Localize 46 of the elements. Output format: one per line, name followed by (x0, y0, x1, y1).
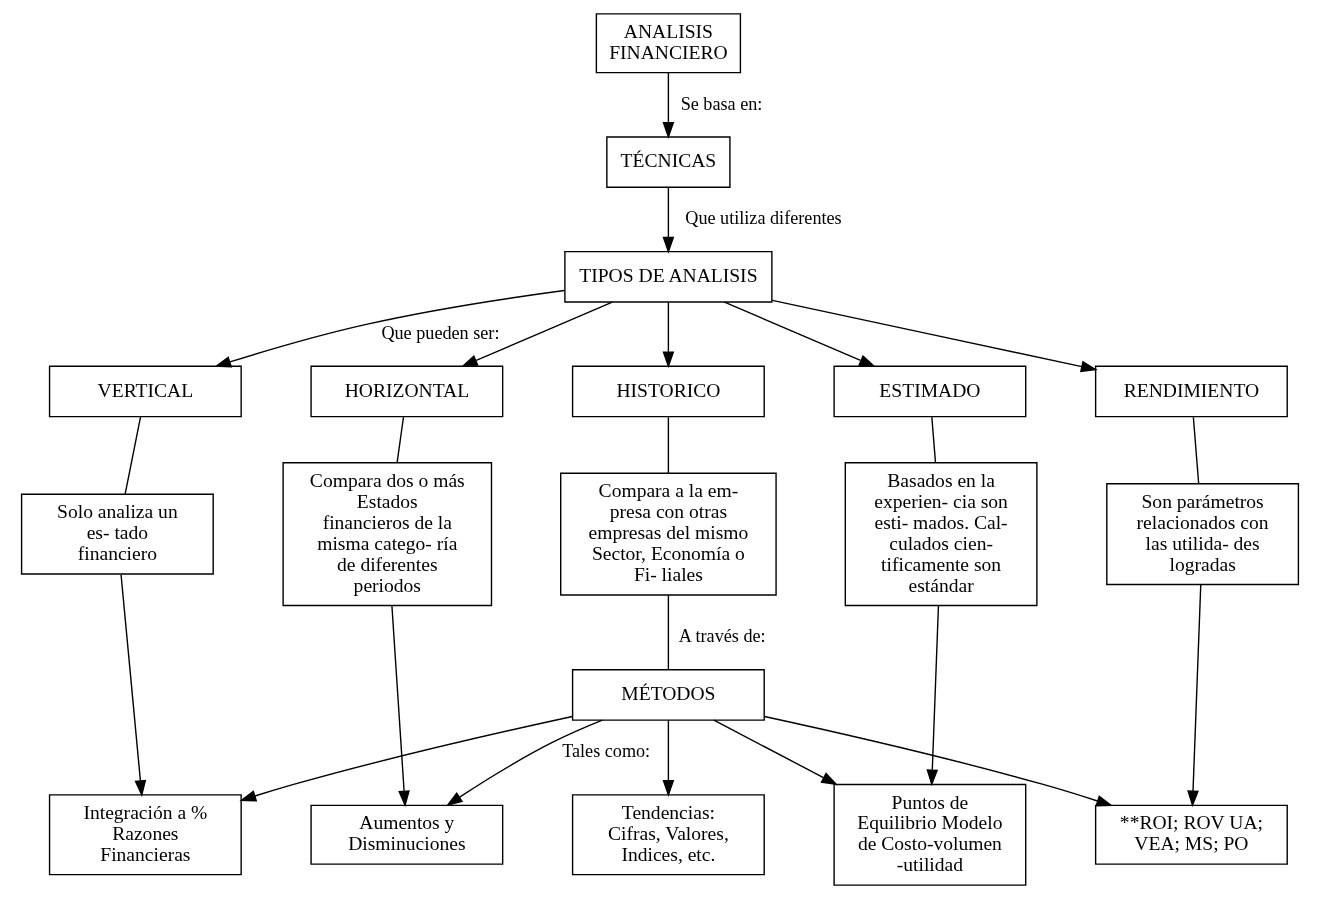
connector (124, 416, 142, 495)
arrow (445, 719, 604, 807)
node-box: VERTICAL (48, 365, 242, 418)
node-box: Aumentos y Disminuciones (310, 804, 504, 865)
node-box: Compara dos o más Estados financieros de la misma catego- ría de diferentes periodos (282, 462, 493, 607)
arrow (460, 301, 613, 367)
edge-label: Que utiliza diferentes (685, 208, 842, 229)
edge-label: A través de: (678, 626, 766, 647)
node-box: MÉTODOS (571, 669, 765, 721)
arrow (926, 605, 940, 787)
arrow (662, 187, 675, 254)
node-box: TIPOS DE ANALISIS (564, 250, 773, 303)
node-box: Son parámetros relacionados con las utilida- des logradas (1106, 483, 1300, 586)
arrow (214, 289, 565, 368)
node-box: Puntos de Equilibrio Modelo de Costo-volumen -utilidad (833, 783, 1027, 886)
arrow (763, 715, 1114, 807)
connector (931, 416, 937, 464)
arrow (771, 299, 1098, 373)
edge-label: Se basa en: (680, 93, 763, 114)
arrow (662, 301, 675, 369)
arrow (662, 72, 675, 139)
arrow (239, 715, 573, 802)
connector (396, 416, 405, 464)
edge-label: Tales como: (562, 741, 651, 762)
connector (1192, 416, 1200, 485)
node-box: **ROI; ROV UA; VEA; MS; PO (1094, 804, 1288, 865)
edge-label: Que pueden ser: (381, 322, 500, 343)
node-box: TÉCNICAS (606, 136, 731, 188)
node-box: HORIZONTAL (310, 365, 504, 418)
node-box: Tendencias: Cifras, Valores, Indices, etc. (571, 794, 765, 876)
node-box: HISTORICO (571, 365, 765, 418)
node-box: ESTIMADO (833, 365, 1027, 418)
arrow (120, 573, 147, 797)
arrow (391, 605, 410, 808)
node-box: Compara a la em- presa con otras empresas del mismo Sector, Economía o Fi- liales (560, 472, 777, 596)
node-box: Basados en la experien- cia son esti- mados. Cal- culados cien- tificamente son estándar (844, 462, 1038, 607)
arrow (1187, 584, 1202, 808)
connector (667, 594, 670, 671)
arrow (713, 719, 839, 786)
connector (667, 416, 670, 474)
node-box: Solo analiza un es- tado financiero (20, 493, 214, 575)
node-box: RENDIMIENTO (1094, 365, 1288, 418)
node-box: ANALISIS FINANCIERO (595, 13, 742, 74)
arrow (662, 719, 675, 797)
arrow (723, 301, 876, 367)
node-box: Integración a % Razones Financieras (48, 794, 242, 876)
